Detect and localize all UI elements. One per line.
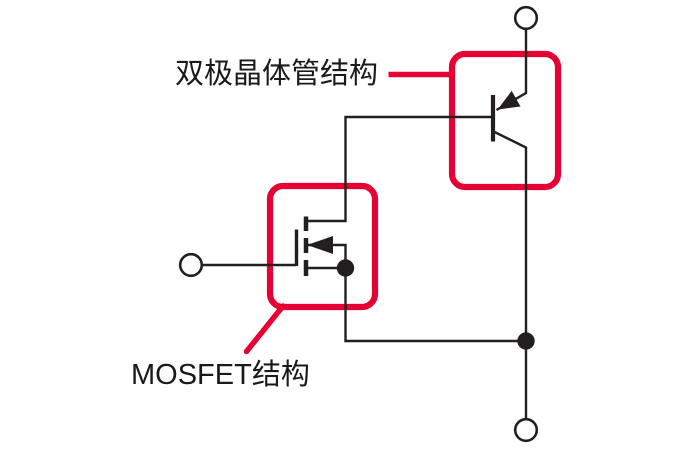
mosfet-symbol [294,216,333,276]
bjt-symbol [490,90,521,142]
bjt-structure-label: 双极晶体管结构 [175,58,379,90]
source-junction-dot [336,259,355,277]
mosfet-structure-label: MOSFET结构 [131,359,310,391]
bjt-emitter-arrowhead [497,90,521,110]
highlight-annotations [243,50,562,355]
bjt-collector-wire [492,130,528,419]
bjt-highlight-box [448,50,562,191]
bjt-base-to-mosfet-drain-wire [304,115,491,223]
mosfet-source-to-output-wire [344,268,526,343]
mosfet-highlight-box [266,182,379,311]
output-junction-dot [517,332,535,350]
mosfet-leader-line [243,303,286,355]
mosfet-body-arrowhead [307,236,333,254]
gate-terminal-circle [178,252,204,278]
top-terminal-circle [513,5,539,31]
bottom-terminal-circle [513,417,539,443]
